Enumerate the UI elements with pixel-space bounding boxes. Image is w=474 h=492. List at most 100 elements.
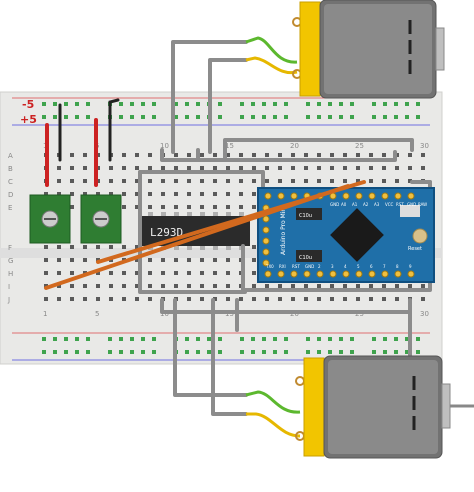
breadboard-hole xyxy=(122,179,126,183)
chip-pin xyxy=(174,212,179,216)
rail-hole xyxy=(218,102,222,106)
rail-hole xyxy=(350,337,354,341)
rail-hole xyxy=(339,115,343,119)
rail-hole xyxy=(130,350,134,354)
breadboard-hole xyxy=(395,166,399,170)
breadboard-hole xyxy=(200,297,204,301)
arduino-pin-bottom xyxy=(316,270,324,278)
rail-hole xyxy=(251,115,255,119)
arduino-pin-label-top: RST xyxy=(396,202,404,207)
breadboard-hole xyxy=(239,297,243,301)
rail-hole xyxy=(273,115,277,119)
breadboard-hole xyxy=(382,166,386,170)
breadboard-hole xyxy=(213,166,217,170)
rail-hole xyxy=(53,102,57,106)
rail-hole xyxy=(141,115,145,119)
breadboard-hole xyxy=(148,153,152,157)
breadboard-hole xyxy=(278,179,282,183)
breadboard-hole xyxy=(70,166,74,170)
breadboard-hole xyxy=(382,153,386,157)
row-label: I xyxy=(8,283,10,291)
breadboard-hole xyxy=(122,166,126,170)
breadboard-hole xyxy=(226,297,230,301)
rail-hole xyxy=(53,337,57,341)
breadboard-hole xyxy=(44,271,48,275)
rail-hole xyxy=(185,115,189,119)
arduino-pin-bottom xyxy=(303,270,311,278)
breadboard-hole xyxy=(57,166,61,170)
breadboard-hole xyxy=(70,258,74,262)
arduino-pin-label-top: GND xyxy=(330,202,339,207)
arduino-pin-bottom xyxy=(355,270,363,278)
breadboard-hole xyxy=(239,153,243,157)
breadboard-hole xyxy=(356,284,360,288)
rail-hole xyxy=(42,350,46,354)
gray-wire-motor1-a xyxy=(171,40,248,154)
rail-hole xyxy=(42,102,46,106)
rail-hole xyxy=(394,350,398,354)
breadboard-hole xyxy=(252,284,256,288)
breadboard-hole xyxy=(213,258,217,262)
breadboard-hole xyxy=(70,192,74,196)
breadboard-hole xyxy=(122,271,126,275)
rail-hole xyxy=(218,350,222,354)
gray-wire-top-frame xyxy=(138,170,265,192)
breadboard-hole xyxy=(148,179,152,183)
breadboard-hole xyxy=(395,284,399,288)
rail-hole xyxy=(42,337,46,341)
chip-pin xyxy=(187,212,192,216)
breadboard-hole xyxy=(57,284,61,288)
rail-hole xyxy=(64,115,68,119)
rail-hole xyxy=(185,337,189,341)
rail-hole xyxy=(306,115,310,119)
breadboard-hole xyxy=(252,297,256,301)
breadboard-hole xyxy=(148,192,152,196)
breadboard-hole xyxy=(421,284,425,288)
breadboard-hole xyxy=(44,258,48,262)
breadboard-hole xyxy=(148,271,152,275)
breadboard-hole xyxy=(343,166,347,170)
breadboard-hole xyxy=(356,166,360,170)
arduino-pin-label-top: A1 xyxy=(352,202,358,207)
column-number-bottom: 30 xyxy=(420,310,429,318)
column-number-bottom: 1 xyxy=(43,310,47,318)
rail-hole xyxy=(152,115,156,119)
breadboard-hole xyxy=(109,179,113,183)
rail-hole xyxy=(405,102,409,106)
reset-label: Reset xyxy=(408,246,422,252)
breadboard-hole xyxy=(200,258,204,262)
breadboard-hole xyxy=(343,179,347,183)
rail-hole xyxy=(372,102,376,106)
breadboard-hole xyxy=(187,205,191,209)
motor-2-can-highlight xyxy=(328,360,438,454)
column-number-top: 20 xyxy=(290,142,299,150)
breadboard-hole xyxy=(213,205,217,209)
arduino-pin-top xyxy=(342,192,350,200)
arduino-pin-bottom xyxy=(342,270,350,278)
arduino-pin-label-bottom: 4 xyxy=(344,264,347,269)
rail-hole xyxy=(394,115,398,119)
breadboard-hole xyxy=(343,153,347,157)
arduino-pin-bottom xyxy=(381,270,389,278)
rail-hole xyxy=(262,115,266,119)
breadboard-hole xyxy=(226,205,230,209)
rail-hole xyxy=(350,102,354,106)
rail-hole xyxy=(108,337,112,341)
breadboard-hole xyxy=(161,205,165,209)
rail-hole xyxy=(328,337,332,341)
breadboard-hole xyxy=(226,192,230,196)
breadboard-hole xyxy=(83,245,87,249)
breadboard-hole xyxy=(187,258,191,262)
breadboard-hole xyxy=(57,297,61,301)
gray-wire-left-frame xyxy=(138,170,247,294)
rail-hole xyxy=(141,102,145,106)
rail-hole xyxy=(262,337,266,341)
rail-hole xyxy=(240,337,244,341)
arduino-pin-label-top: A3 xyxy=(374,202,380,207)
motor-2-terminal-top xyxy=(295,376,305,386)
motor-2-shaft-bearing xyxy=(441,383,451,429)
rail-hole xyxy=(196,350,200,354)
rail-hole xyxy=(64,350,68,354)
rail-hole xyxy=(372,115,376,119)
breadboard-hole xyxy=(187,284,191,288)
